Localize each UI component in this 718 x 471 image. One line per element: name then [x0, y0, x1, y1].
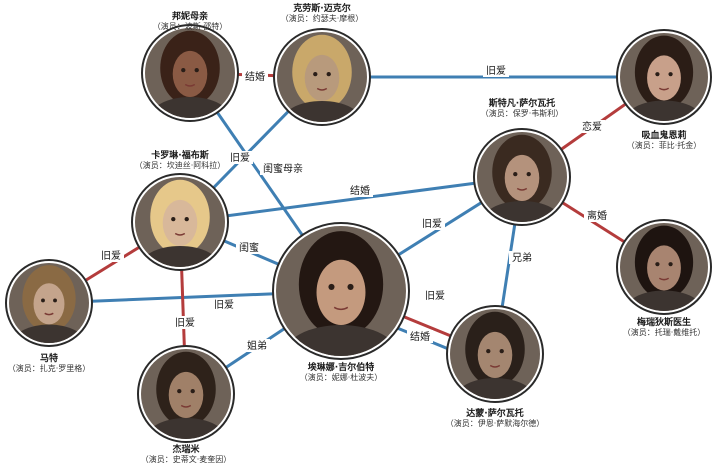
- character-name: 吸血鬼恩莉: [641, 129, 686, 141]
- actor-name: （演员：菲比·托金）: [627, 140, 702, 150]
- node-stefan: 斯特凡·萨尔瓦托（演员：保罗·韦斯利）: [473, 97, 571, 226]
- edge-label-background: [579, 120, 605, 133]
- portrait-photo: [477, 132, 567, 222]
- character-name: 邦妮母亲: [172, 10, 208, 22]
- node-vampire: 吸血鬼恩莉（演员：菲比·托金）: [616, 29, 712, 150]
- edge-label: 旧爱: [486, 64, 506, 77]
- actor-name: （演员：妮娜·杜波夫）: [300, 372, 383, 382]
- edge-label: 恋爱: [582, 120, 602, 133]
- node-klaus: 克劳斯·迈克尔（演员：约瑟夫·摩根）: [273, 2, 371, 126]
- edge-label: 兄弟: [512, 252, 532, 264]
- portrait-photo: [141, 349, 231, 439]
- edge-label-background: [483, 64, 509, 77]
- actor-name: （演员：托瑞·戴维托）: [623, 327, 706, 337]
- node-caroline: 卡罗琳·福布斯（演员：坎迪丝·阿科拉）: [131, 149, 229, 271]
- edge-label: 姐弟: [247, 339, 267, 352]
- character-name: 埃琳娜·吉尔伯特: [308, 361, 374, 373]
- node-elena: 埃琳娜·吉尔伯特（演员：妮娜·杜波夫）: [272, 222, 410, 382]
- edge-label: 旧爱: [425, 289, 445, 302]
- actor-name: （演员：坎迪丝·阿科拉）: [135, 160, 226, 170]
- portrait-photo: [276, 226, 406, 356]
- edge-label-background: [244, 339, 270, 352]
- portrait-photo: [135, 177, 225, 267]
- edge-label: 旧爱: [422, 217, 442, 230]
- edge-label: 旧爱: [175, 316, 195, 329]
- edge-label-background: [242, 70, 268, 83]
- node-jeremy: 杰瑞米（演员：史蒂文·麦奎因）: [137, 345, 235, 464]
- character-name: 马特: [40, 352, 58, 364]
- character-name: 克劳斯·迈克尔: [293, 2, 350, 14]
- edge-label: 闺蜜母亲: [263, 162, 303, 175]
- edge-label-background: [407, 330, 433, 343]
- portrait-photo: [9, 263, 89, 343]
- edge-label: 闺蜜: [239, 241, 259, 254]
- portrait-photo: [450, 309, 540, 399]
- edge-label-background: [584, 209, 610, 222]
- actor-name: （演员：保罗·韦斯利）: [481, 108, 564, 118]
- character-name: 卡罗琳·福布斯: [151, 149, 208, 161]
- actor-name: （演员：史蒂文·麦奎因）: [141, 454, 232, 464]
- edge-label-background: [236, 241, 262, 254]
- edge-label: 离婚: [587, 209, 607, 222]
- portrait-photo: [620, 223, 708, 311]
- character-name: 斯特凡·萨尔瓦托: [489, 97, 555, 109]
- character-name: 达蒙·萨尔瓦托: [466, 407, 523, 419]
- node-matt: 马特（演员：扎克·罗里格）: [5, 259, 93, 373]
- portrait-photo: [620, 33, 708, 121]
- edge-label-background: [98, 249, 124, 262]
- edge-label: 旧爱: [214, 298, 234, 311]
- actor-name: （演员：波斯·邵特）: [153, 21, 228, 31]
- node-mother: 邦妮母亲（演员：波斯·邵特）: [141, 10, 239, 122]
- edge-label: 结婚: [410, 330, 430, 343]
- edge-label-background: [347, 184, 373, 197]
- actor-name: （演员：伊恩·萨默海尔德）: [446, 418, 545, 428]
- portrait-photo: [145, 28, 235, 118]
- character-name: 杰瑞米: [172, 443, 200, 455]
- portrait-photo: [277, 32, 367, 122]
- edge-label: 旧爱: [230, 151, 250, 164]
- edge-label: 结婚: [245, 70, 265, 83]
- actor-name: （演员：扎克·罗里格）: [8, 363, 91, 373]
- edge-label-background: [172, 316, 198, 329]
- edge-label-background: [211, 298, 237, 311]
- edge-label-background: [260, 162, 306, 175]
- node-damon: 达蒙·萨尔瓦托（演员：伊恩·萨默海尔德）: [446, 305, 545, 428]
- node-doctor: 梅瑞狄斯医生（演员：托瑞·戴维托）: [616, 219, 712, 337]
- edge-label: 旧爱: [101, 249, 121, 262]
- edge-caroline-stefan: [179, 175, 523, 224]
- character-name: 梅瑞狄斯医生: [637, 316, 691, 328]
- edge-label-background: [227, 151, 253, 164]
- edge-label-background: [509, 251, 535, 264]
- edge-label-background: [422, 289, 448, 302]
- edge-label-background: [419, 217, 445, 230]
- edge-label: 结婚: [350, 184, 370, 197]
- nodes-layer: 邦妮母亲（演员：波斯·邵特）克劳斯·迈克尔（演员：约瑟夫·摩根）吸血鬼恩莉（演员…: [5, 2, 712, 464]
- actor-name: （演员：约瑟夫·摩根）: [281, 13, 364, 23]
